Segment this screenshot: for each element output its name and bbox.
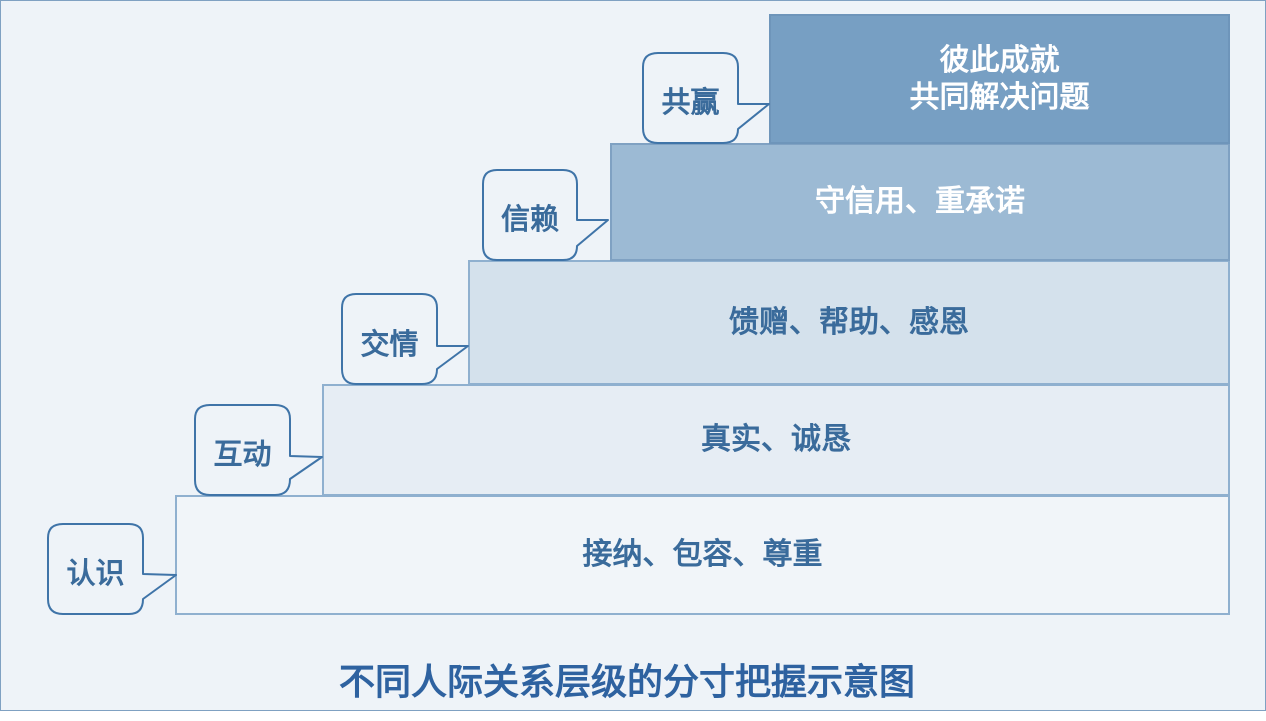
callout-bubble-3 (341, 293, 469, 385)
step-4-text: 守信用、重承诺 (815, 184, 1025, 220)
step-1-box: 接纳、包容、尊重 (175, 495, 1230, 615)
callout-label-4: 信赖 (500, 202, 559, 236)
callout-bubble-4 (482, 169, 609, 261)
callout-bubble-5 (642, 52, 770, 144)
callout-label-5: 共赢 (661, 85, 720, 119)
step-1-text: 接纳、包容、尊重 (582, 537, 823, 573)
step-2-text: 真实、诚恳 (701, 422, 851, 458)
callout-label-3: 交情 (360, 327, 419, 361)
diagram-caption: 不同人际关系层级的分寸把握示意图 (338, 662, 915, 703)
callout-bubble-2 (194, 404, 323, 496)
step-5-box: 彼此成就 共同解决问题 (769, 14, 1230, 144)
step-2-box: 真实、诚恳 (322, 384, 1230, 496)
step-3-text: 馈赠、帮助、感恩 (729, 304, 969, 340)
callout-label-1: 认识 (66, 556, 125, 590)
step-4-box: 守信用、重承诺 (610, 143, 1230, 261)
step-3-box: 馈赠、帮助、感恩 (468, 260, 1230, 385)
step-5-text: 彼此成就 共同解决问题 (909, 42, 1090, 116)
callout-label-2: 互动 (213, 437, 272, 471)
callout-bubble-1 (47, 523, 177, 615)
